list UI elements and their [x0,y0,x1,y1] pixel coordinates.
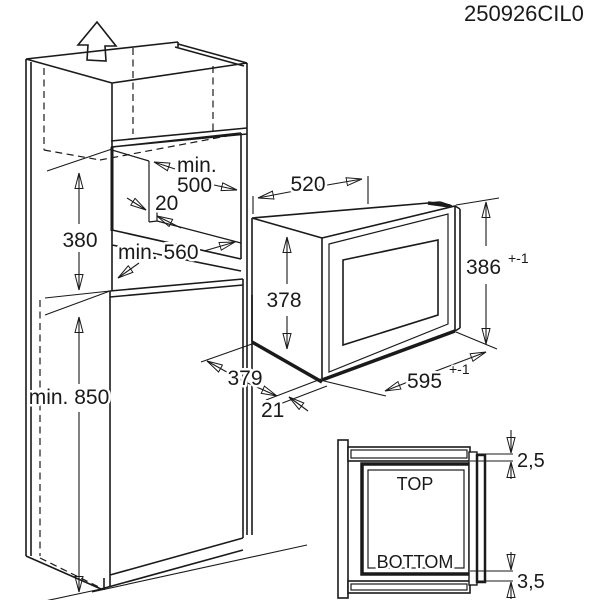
arrow-rear-gap-left [126,197,147,211]
cabinet-dimension-arrows [74,161,238,593]
arrow-niche-depth-back [203,241,236,252]
oven-door-window [342,239,439,347]
oven-door-frame-inner [328,213,449,373]
dim-bottom-clearance: 3,5 [517,571,545,593]
cabinet-extension-lines [44,148,308,600]
dim-body-height: 378 [266,289,301,312]
dim-body-depth: 379 [227,367,262,390]
section-leader-lines [470,453,513,582]
dim-top-width: 520 [290,173,325,196]
cabinet-hidden-edges [39,48,228,590]
arrow-top-width-left [257,187,311,200]
section-door-front [475,453,487,584]
section-bottom-shelf [347,580,471,594]
section-back-panel [337,439,349,599]
arrow-front-width-left [384,370,437,392]
section-top-shelf-inner [350,449,468,459]
oven-thick-edges [251,201,456,384]
dim-top-clearance: 2,5 [517,450,545,472]
up-arrow-icon [76,20,118,62]
arrow-niche-width-right [213,182,238,192]
oven-drawing: 520 378 386 +-1 595 +-1 379 21 [200,171,530,425]
cabinet-drawing: min. 500 20 380 min. 560 min. 850 [25,20,308,600]
oven-dimension-arrows [206,177,491,412]
cabinet-niche-interior [111,149,242,244]
arrow-top-width-right [309,177,363,189]
arrow-body-depth-front [242,380,278,397]
dim-front-height-tolerance: +-1 [508,250,529,266]
dim-niche-depth: min. 560 [118,241,199,264]
dim-front-width-tolerance: +-1 [449,361,470,377]
drawing-code: 250926CIL0 [464,1,584,26]
section-bottom-shelf-inner [350,583,468,591]
arrow-niche-depth-front [117,262,140,279]
section-top-shelf [347,446,471,462]
dim-floor-clearance: min. 850 [29,386,110,409]
dim-niche-width-value: 500 [177,174,212,197]
dim-front-width: 595 [407,370,442,393]
oven-door-frame-side [454,205,461,332]
section-drawing: TOP BOTTOM 2,5 3,5 [337,430,547,599]
arrow-front-width-right [435,351,487,372]
dim-front-height: 386 [466,256,501,279]
arrow-niche-width-left [153,161,176,172]
arrow-body-depth-back [206,360,244,382]
dim-niche-width-prefix: min. [177,154,217,177]
oven-witness-lines [200,176,500,408]
section-oven-body-inner [367,469,465,569]
arrow-door-offset [288,396,309,412]
dim-niche-height: 380 [62,229,97,252]
section-top-label: TOP [397,474,434,494]
dim-door-offset: 21 [261,399,284,422]
section-bottom-label: BOTTOM [377,552,454,572]
dim-rear-gap: 20 [155,192,178,215]
arrow-rear-gap-right [156,215,182,229]
cabinet-outline [25,41,253,590]
